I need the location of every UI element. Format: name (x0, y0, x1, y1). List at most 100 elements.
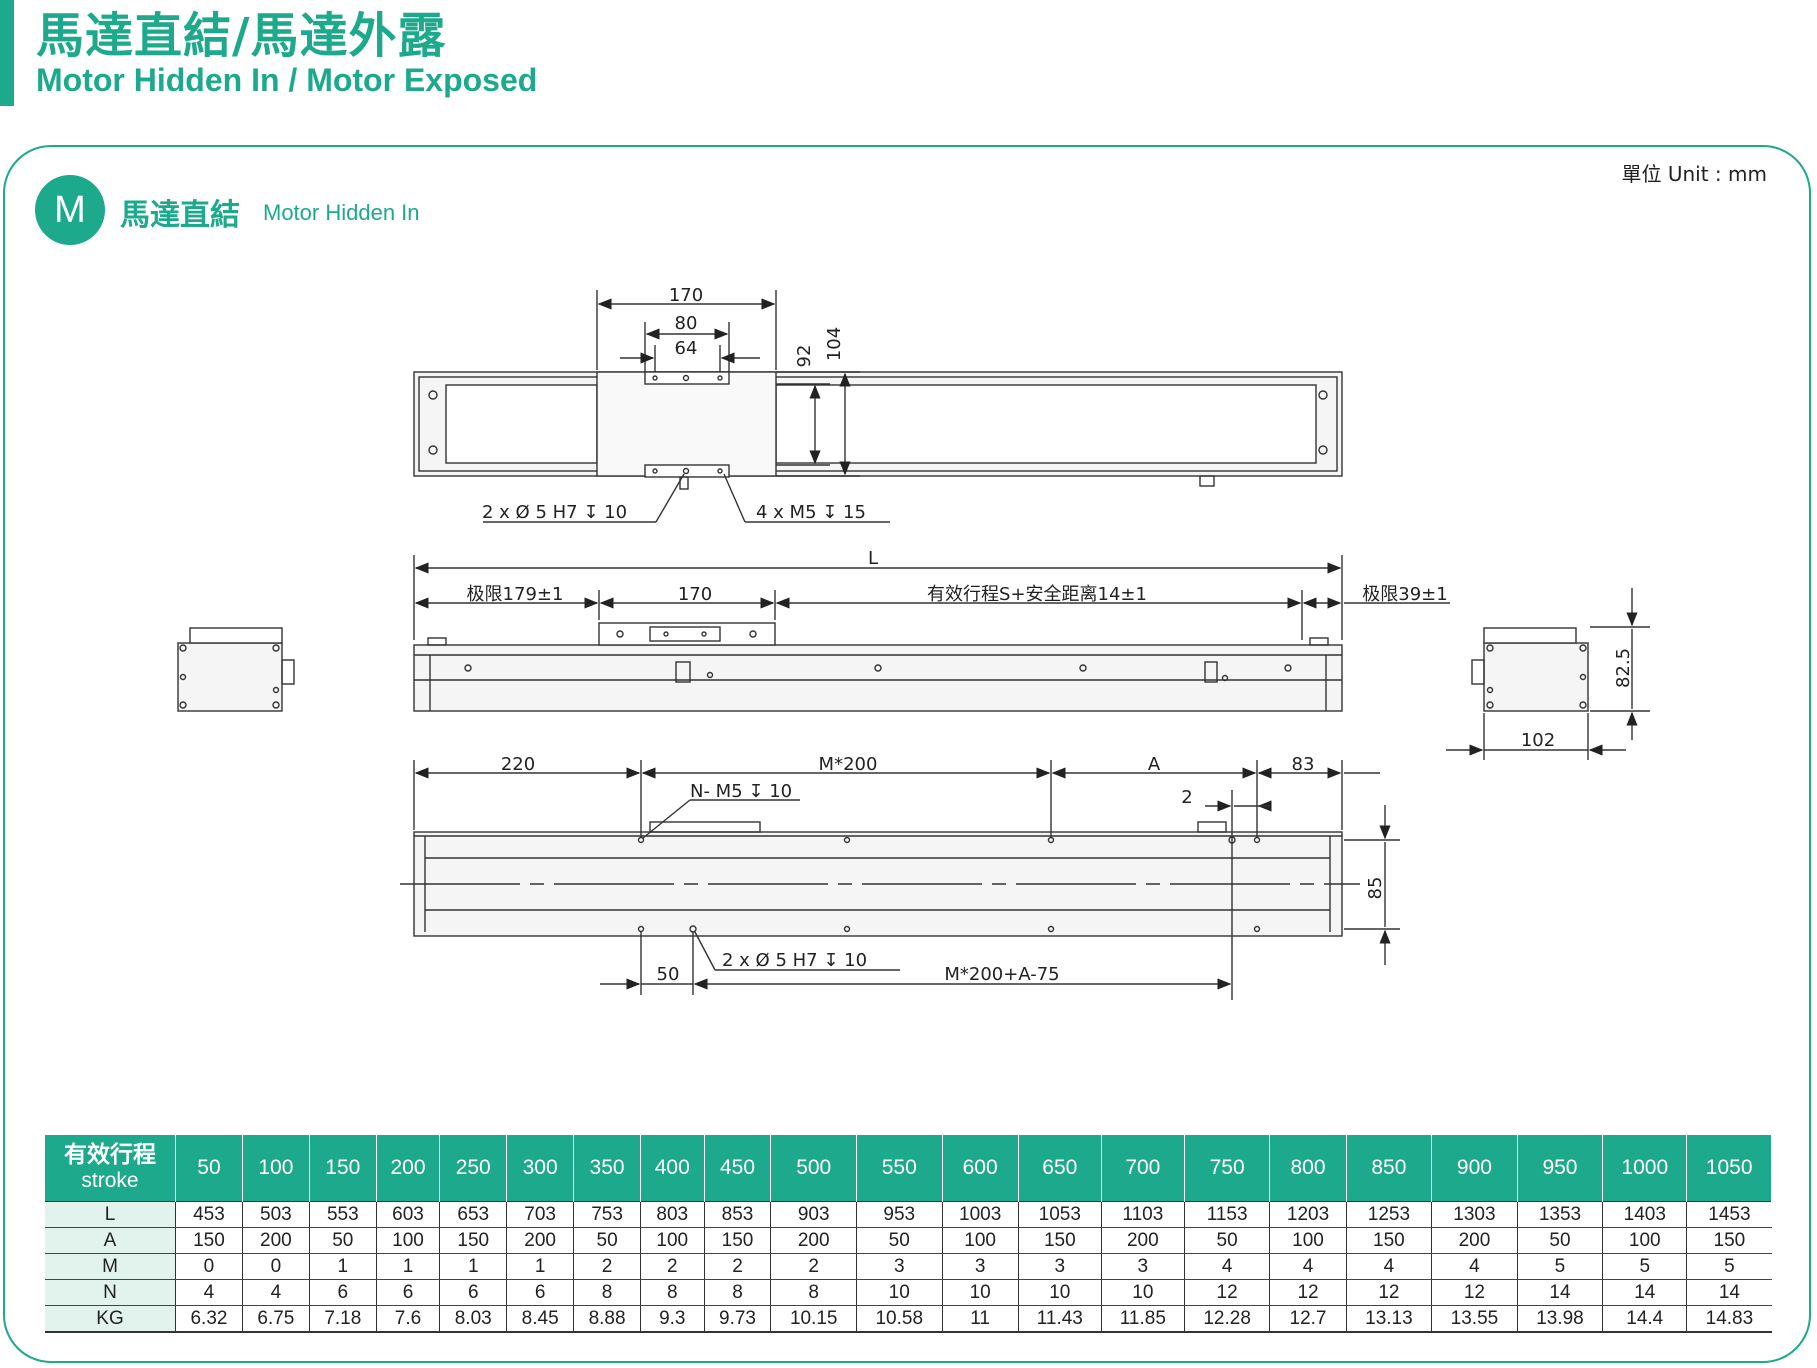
end-view-right (1446, 588, 1650, 760)
table-cell: 6 (506, 1279, 574, 1306)
dim-side-limit-right: 极限39±1 (1362, 584, 1447, 605)
table-cell: 1353 (1516, 1201, 1603, 1228)
table-cell: 150 (439, 1227, 507, 1254)
table-cell: 1 (439, 1253, 507, 1280)
table-cell: 12.7 (1269, 1305, 1347, 1333)
table-header-cn: 有效行程 (64, 1142, 156, 1168)
table-cell: 13.98 (1516, 1305, 1603, 1333)
table-cell: 10 (855, 1279, 943, 1306)
table-cell: 13.13 (1345, 1305, 1432, 1333)
table-cell: 5 (1516, 1253, 1603, 1280)
table-cell: 50 (573, 1227, 641, 1254)
table-cell: 11 (941, 1305, 1019, 1333)
table-cell: 12 (1431, 1279, 1518, 1306)
table-cell: 6.32 (175, 1305, 243, 1333)
table-cell: 150 (1345, 1227, 1432, 1254)
dim-side-170: 170 (678, 584, 712, 605)
table-cell: 100 (375, 1227, 440, 1254)
side-view-rail-body (413, 644, 1343, 712)
table-cell: 50 (855, 1227, 943, 1254)
dim-top-170: 170 (669, 285, 703, 306)
table-cell: 903 (770, 1201, 857, 1228)
dim-bottom-220: 220 (501, 754, 535, 775)
table-header-cell: 550 (856, 1135, 943, 1202)
table-cell: 8 (703, 1279, 771, 1306)
table-cell: 2 (573, 1253, 641, 1280)
table-cell: 8 (573, 1279, 641, 1306)
table-cell: 1303 (1431, 1201, 1518, 1228)
table-cell: 653 (439, 1201, 507, 1228)
section-title-en: Motor Hidden In (263, 200, 420, 225)
table-header-cell: 250 (439, 1135, 508, 1202)
callout-top-holes: 2 x Ø 5 H7 ↧ 10 (482, 502, 627, 523)
table-cell: 100 (1269, 1227, 1347, 1254)
table-cell: 1153 (1183, 1201, 1270, 1228)
dim-top-64: 64 (675, 338, 698, 359)
table-cell: 50 (1183, 1227, 1270, 1254)
table-cell: 14 (1602, 1279, 1687, 1306)
table-header-cell: 100 (242, 1135, 310, 1202)
page-title-en: Motor Hidden In / Motor Exposed (36, 62, 538, 98)
table-cell: 3 (1100, 1253, 1185, 1280)
table-header-cell: 200 (376, 1135, 441, 1202)
table-cell: 1 (506, 1253, 574, 1280)
table-header-cell: 400 (640, 1135, 705, 1202)
table-cell: 8 (640, 1279, 705, 1306)
dim-bottom-83: 83 (1292, 754, 1315, 775)
table-cell: 7.6 (375, 1305, 440, 1333)
table-cell: 6 (375, 1279, 440, 1306)
table-header-cell: 650 (1018, 1135, 1102, 1202)
table-cell: 5 (1686, 1253, 1772, 1280)
table-cell: 3 (941, 1253, 1019, 1280)
table-row-label: A (45, 1227, 176, 1254)
table-cell: 1103 (1100, 1201, 1185, 1228)
table-cell: 4 (175, 1279, 243, 1306)
table-cell: 200 (770, 1227, 857, 1254)
table-cell: 1003 (941, 1201, 1019, 1228)
table-header-cell: 50 (175, 1135, 243, 1202)
table-cell: 953 (855, 1201, 943, 1228)
table-cell: 1 (308, 1253, 377, 1280)
table-cell: 100 (640, 1227, 705, 1254)
table-cell: 14 (1686, 1279, 1772, 1306)
table-cell: 853 (703, 1201, 771, 1228)
unit-label: 單位 Unit : mm (1621, 162, 1768, 186)
table-cell: 6 (308, 1279, 377, 1306)
table-cell: 553 (308, 1201, 377, 1228)
table-cell: 200 (241, 1227, 310, 1254)
table-cell: 14 (1516, 1279, 1603, 1306)
table-cell: 13.55 (1431, 1305, 1518, 1333)
table-cell: 9.3 (640, 1305, 705, 1333)
page-title-cn: 馬達直結/馬達外露 (36, 8, 447, 64)
table-cell: 7.18 (308, 1305, 377, 1333)
table-header-cell: 1000 (1602, 1135, 1688, 1202)
section-badge: M (35, 175, 105, 245)
table-cell: 5 (1602, 1253, 1687, 1280)
dim-bottom-85: 85 (1365, 877, 1386, 900)
table-header-stroke-label: 有效行程 stroke (45, 1135, 176, 1202)
table-header-cell: 750 (1184, 1135, 1271, 1202)
table-cell: 10 (1017, 1279, 1102, 1306)
table-header-cell: 450 (704, 1135, 772, 1202)
table-cell: 1 (375, 1253, 440, 1280)
table-cell: 200 (1100, 1227, 1185, 1254)
end-view-left (177, 627, 295, 712)
dim-bottom-A: A (1148, 754, 1161, 775)
table-cell: 10 (1100, 1279, 1185, 1306)
table-cell: 100 (941, 1227, 1019, 1254)
dim-bottom-m200-a75: M*200+A-75 (944, 964, 1059, 985)
table-header-cell: 350 (573, 1135, 642, 1202)
table-cell: 11.85 (1100, 1305, 1185, 1333)
table-cell: 1453 (1686, 1201, 1772, 1228)
table-cell: 4 (1431, 1253, 1518, 1280)
side-view (413, 555, 1450, 712)
callout-top-threads: 4 x M5 ↧ 15 (756, 502, 866, 523)
table-cell: 50 (308, 1227, 377, 1254)
table-cell: 150 (703, 1227, 771, 1254)
dim-bottom-50: 50 (657, 964, 680, 985)
